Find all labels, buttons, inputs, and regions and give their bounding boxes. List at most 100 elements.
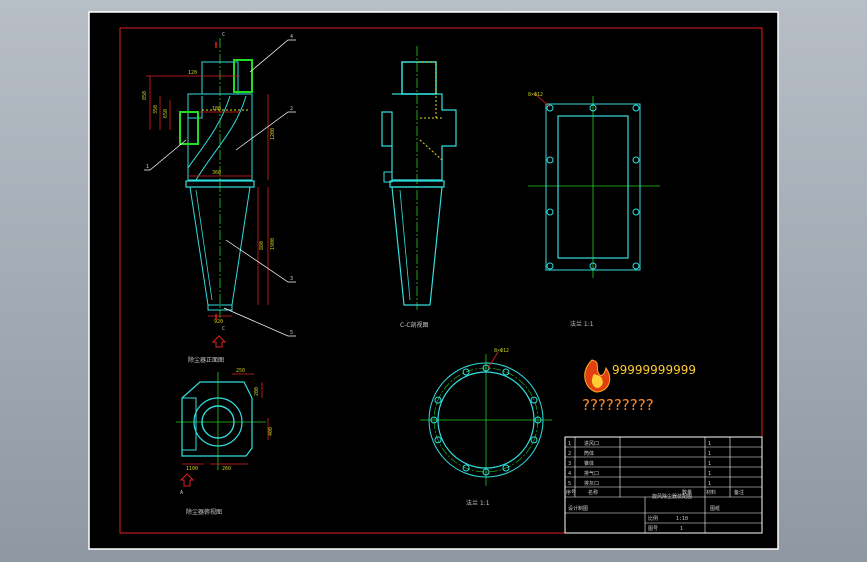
flange-rect-holes: [546, 104, 640, 270]
title-block-drawing-title: 旋风除尘器装配图: [652, 493, 692, 500]
dust-outlet: [207, 304, 233, 311]
svg-text:C: C: [222, 32, 225, 38]
part-no: 4: [568, 471, 571, 477]
flange-round-view: 8×Ф12 法兰 1:1: [420, 348, 552, 507]
svg-text:880: 880: [259, 241, 265, 250]
front-view: 850 350 650 1200 1900 880 360 920 180 12…: [142, 32, 296, 364]
svg-text:260: 260: [222, 466, 231, 472]
flange-round-leader: [487, 351, 499, 369]
bolt-hole: [632, 156, 640, 164]
bolt-hole: [546, 104, 554, 112]
svg-text:120: 120: [188, 70, 197, 76]
top-inlet: [181, 397, 197, 451]
bolt-hole: [502, 464, 510, 472]
svg-text:650: 650: [163, 109, 169, 118]
front-dim-texts: 850 350 650 1200 1900 880 360 920 180 12…: [142, 70, 276, 325]
part-name: 筒体: [584, 450, 594, 457]
part-qty: 1: [708, 441, 711, 447]
front-view-label: 除尘器正面图: [188, 356, 224, 364]
part-name: 排气口: [584, 470, 599, 477]
part-name: 排灰口: [584, 480, 599, 487]
cylinder-body: [187, 93, 253, 181]
svg-text:4: 4: [290, 34, 293, 40]
flange-round-inner: [437, 371, 535, 469]
flange-round-bolt-circle: [433, 367, 539, 473]
top-view-arrow: [179, 473, 195, 487]
svg-text:1200: 1200: [270, 128, 276, 140]
bolt-hole: [462, 464, 470, 472]
svg-text:1100: 1100: [186, 466, 198, 472]
bolt-hole: [530, 436, 538, 444]
header-cell: 名称: [588, 489, 598, 496]
svg-text:920: 920: [214, 319, 223, 325]
svg-text:350: 350: [153, 105, 159, 114]
title-block-sheet-label: 图号: [648, 526, 658, 532]
part-qty: 1: [708, 481, 711, 487]
header-cell: 材料: [706, 489, 716, 496]
section-hidden: [418, 61, 443, 161]
svg-text:2: 2: [290, 106, 293, 112]
svg-text:3: 3: [290, 276, 293, 282]
svg-text:250: 250: [236, 368, 245, 374]
svg-text:180: 180: [212, 106, 221, 112]
section-cone: [391, 186, 443, 306]
header-cell: 序号: [566, 489, 576, 496]
section-cone-inner: [399, 189, 411, 301]
header-cell: 数量: [682, 489, 692, 496]
bolt-hole: [430, 416, 438, 424]
part-qty: 1: [708, 451, 711, 457]
part-no: 5: [568, 481, 571, 487]
svg-text:5: 5: [290, 330, 293, 336]
bolt-hole: [482, 364, 490, 372]
bolt-hole: [502, 368, 510, 376]
top-dimensions: [182, 373, 269, 465]
part-no: 3: [568, 461, 571, 467]
view-arrow-a: [211, 335, 227, 348]
title-block-left-label: 设计制图: [568, 505, 588, 512]
bolt-hole: [632, 208, 640, 216]
top-volute: [181, 381, 253, 457]
top-view: 250 200 400 1100 260 A 除尘器俯视图: [176, 368, 274, 516]
top-dim-texts: 250 200 400 1100 260: [186, 368, 274, 472]
title-block-grid: [565, 436, 762, 533]
bolt-hole: [589, 104, 597, 112]
title-block-sheet-value: 1: [680, 526, 683, 532]
svg-text:1: 1: [146, 164, 149, 170]
red-frame: [119, 27, 763, 534]
front-dimensions: [146, 75, 269, 317]
flange-rect-view: 8×Ф12 法兰 1:1: [528, 92, 660, 328]
part-qty: 1: [708, 461, 711, 467]
flange-round-holes: [430, 364, 542, 476]
bolt-hole: [546, 208, 554, 216]
svg-text:C: C: [222, 326, 225, 332]
part-qty: 1: [708, 471, 711, 477]
top-outer-circle: [193, 397, 243, 447]
title-block-school: 图纸: [710, 505, 720, 512]
logo-line1: 99999999999: [612, 363, 696, 377]
flange-rect-leader: [534, 93, 551, 108]
svg-text:360: 360: [212, 170, 221, 176]
svg-text:850: 850: [142, 91, 148, 100]
top-view-label: 除尘器俯视图: [186, 508, 222, 516]
title-block-scale-label: 比例: [648, 515, 658, 522]
header-cell: 备注: [734, 489, 744, 496]
side-inlet-flange: [179, 111, 199, 145]
flame-logo-inner: [591, 374, 603, 388]
bolt-hole: [434, 396, 442, 404]
bolt-hole: [632, 104, 640, 112]
flange-rect-outer: [545, 103, 641, 271]
flange-rect-inner: [557, 115, 629, 259]
flange-rect-label: 法兰 1:1: [570, 320, 594, 328]
logo-line2: ?????????: [582, 396, 654, 414]
part-number-labels: 4 2 1 3 5: [146, 34, 293, 336]
bolt-hole: [589, 262, 597, 270]
bolt-hole: [632, 262, 640, 270]
inlet-duct: [187, 95, 247, 181]
top-view-arrow-label: A: [180, 490, 183, 496]
part-name: 锥体: [584, 460, 594, 467]
flange-round-label: 法兰 1:1: [466, 499, 490, 507]
title-block-header: 序号 名称 数量 材料 备注: [566, 489, 744, 496]
